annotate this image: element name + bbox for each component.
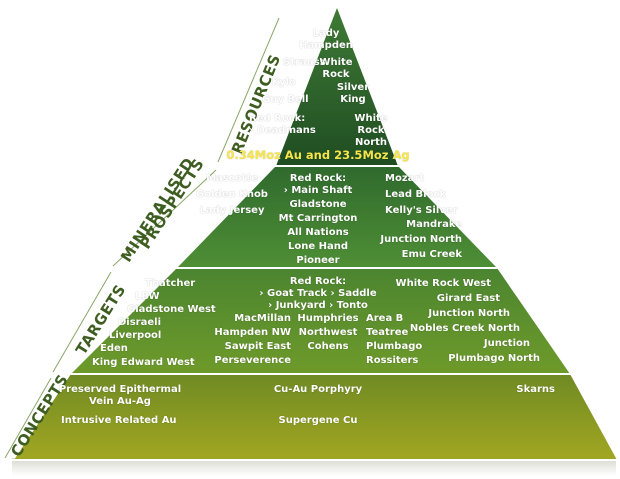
resource-white-rock-north-line1: White — [354, 113, 388, 124]
prospect-item: Mandrake — [406, 219, 462, 230]
concept-supergene: Supergene Cu — [278, 415, 358, 426]
target-column-b: Humphries Northwest Cohens — [297, 313, 358, 353]
target-item: › Goat Track › Saddle — [259, 288, 377, 299]
resource-white-rock: White Rock — [319, 57, 352, 81]
prospect-item: Lone Hand — [287, 241, 349, 252]
target-item: Rossiters — [366, 355, 419, 366]
target-thatcher: Thatcher — [145, 278, 196, 289]
tier-resources-band — [276, 8, 398, 166]
resource-kylo: Kylo — [272, 77, 296, 88]
prospect-item: Red Rock: — [289, 173, 347, 184]
resource-lady-hampden-line1: Lady — [312, 28, 340, 39]
target-item: Plumbago — [366, 341, 423, 352]
resource-white-rock-north-line2: Rock — [357, 125, 385, 136]
target-item: Cohens — [307, 341, 349, 352]
prospect-item: Mascotte — [206, 173, 258, 184]
prospect-item: Gladstone — [289, 199, 347, 210]
concept-item: Vein Au-Ag — [89, 396, 151, 407]
prospect-item: Golden Knob — [196, 189, 268, 200]
resource-red-rock: Red Rock: › Deadmans — [249, 113, 316, 137]
target-item: Red Rock: — [289, 276, 347, 287]
prospect-item: › Main Shaft — [283, 185, 353, 196]
tier-edge-line — [217, 17, 280, 163]
resource-white-rock-line1: White — [319, 57, 353, 68]
concept-intrusive-related: Intrusive Related Au — [61, 415, 177, 426]
resource-silver-king: Silver King — [337, 82, 369, 106]
target-king-edward-west: King Edward West — [92, 357, 195, 368]
target-item: Perseverence — [214, 355, 291, 366]
target-item: Hampden NW — [214, 327, 291, 338]
target-item: Northwest — [298, 327, 358, 338]
target-column-c: Area B Teatree Plumbago Rossiters — [366, 313, 422, 367]
resource-red-rock-line2: › Deadmans — [249, 125, 316, 136]
resource-strauss: Strauss — [283, 57, 326, 68]
resource-silver-king-line2: King — [340, 94, 366, 105]
prospect-item: Pioneer — [296, 255, 340, 266]
prospect-item: Junction North — [380, 234, 462, 245]
concept-preserved-epithermal: Preserved Epithermal Vein Au-Ag — [59, 384, 181, 408]
tier-concepts-band — [14, 374, 617, 460]
target-junction-north: Junction North — [428, 308, 510, 319]
prospect-item: Lead Block — [385, 189, 447, 200]
ground-shadow — [12, 458, 616, 476]
target-eden: Eden — [100, 343, 128, 354]
resource-white-rock-north: White Rock North — [354, 113, 387, 149]
mineralised-left-column: Mascotte Golden Knob Lady Jersey — [196, 173, 268, 217]
mineralised-right-column-a: Mozart Lead Block Kelly's Silver — [385, 173, 458, 217]
target-disraeli: Disraeli — [118, 317, 161, 328]
mineralised-center-column: Red Rock: › Main Shaft Gladstone Mt Carr… — [279, 173, 358, 267]
target-lbw: LBW — [135, 291, 160, 302]
concept-skarns: Skarns — [516, 384, 555, 395]
prospect-item: Kelly's Silver — [385, 205, 458, 216]
prospect-item: Emu Creek — [401, 249, 462, 260]
resource-guy-bell: Guy Bell — [262, 94, 309, 105]
target-item: Sawpit East — [224, 341, 291, 352]
concept-item: Preserved Epithermal — [58, 384, 182, 395]
target-nobles-creek-north: Nobles Creek North — [409, 323, 520, 334]
tier-edge-line — [52, 271, 112, 373]
target-column-a: MacMillan Hampden NW Sawpit East Perseve… — [214, 313, 291, 367]
target-junction: Junction — [483, 338, 530, 349]
target-gladstone-west: Gladstone West — [127, 304, 216, 315]
target-item: Teatree — [366, 327, 409, 338]
prospect-item: Mt Carrington — [278, 213, 358, 224]
resource-white-rock-line2: Rock — [322, 69, 350, 80]
resource-total: 0.34Moz Au and 23.5Moz Ag — [226, 148, 410, 162]
target-item: › Junkyard › Tonto — [268, 300, 368, 311]
target-item: MacMillan — [234, 313, 291, 324]
target-white-rock-west: White Rock West — [395, 278, 491, 289]
tier-mineralised-band — [177, 166, 497, 268]
prospect-item: Lady Jersey — [199, 205, 265, 216]
resource-silver-king-line1: Silver — [336, 82, 370, 93]
target-red-rock: Red Rock: › Goat Track › Saddle › Junkya… — [259, 276, 376, 312]
target-item: Humphries — [297, 313, 359, 324]
mineralised-right-column-b: Mandrake Junction North Emu Creek — [380, 219, 462, 261]
resource-lady-hampden-line2: Hampden — [299, 40, 353, 51]
tier-edge-line — [112, 169, 217, 267]
target-plumbago-north: Plumbago North — [448, 353, 540, 364]
target-liverpool: Liverpool — [109, 330, 162, 341]
target-girard-east: Girard East — [436, 293, 500, 304]
prospect-item: Mozart — [385, 173, 425, 184]
resource-red-rock-line1: Red Rock: — [249, 113, 306, 124]
resource-white-rock-north-line3: North — [354, 137, 388, 148]
resource-lady-hampden: Lady Hampden — [299, 28, 353, 52]
prospect-item: All Nations — [287, 227, 349, 238]
concept-porphyry: Cu-Au Porphyry — [273, 384, 363, 395]
target-item: Area B — [366, 313, 404, 324]
tier-edge-line — [4, 377, 52, 459]
tier-targets-band — [71, 268, 570, 374]
